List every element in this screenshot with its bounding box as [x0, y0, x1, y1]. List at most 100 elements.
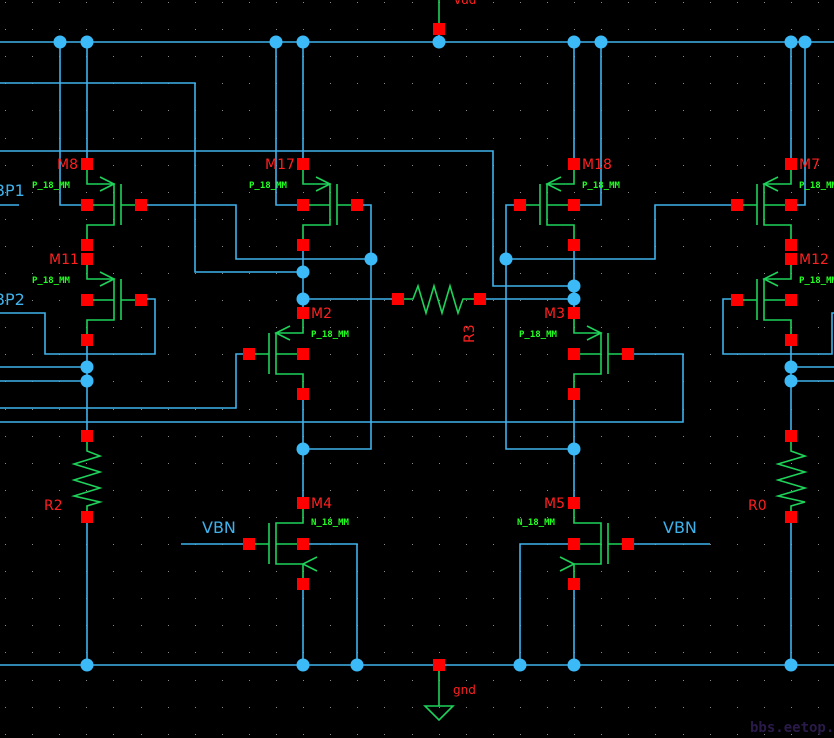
pin[interactable] — [568, 158, 580, 170]
pin[interactable] — [297, 307, 309, 319]
instance-label-m3[interactable]: M3 — [544, 306, 565, 322]
pin[interactable] — [568, 307, 580, 319]
pin[interactable] — [785, 334, 797, 346]
pin[interactable] — [433, 659, 445, 671]
instance-label-m7[interactable]: M7 — [799, 157, 820, 173]
pin[interactable] — [81, 253, 93, 265]
wire[interactable] — [574, 42, 602, 206]
pin[interactable] — [568, 199, 580, 211]
pin[interactable] — [514, 199, 526, 211]
grid-point — [466, 490, 467, 491]
pin[interactable] — [568, 497, 580, 509]
pin[interactable] — [622, 538, 634, 550]
pin[interactable] — [785, 430, 797, 442]
instance-label-m8[interactable]: M8 — [57, 157, 78, 173]
pin[interactable] — [81, 294, 93, 306]
wire[interactable] — [303, 543, 358, 665]
pin[interactable] — [785, 253, 797, 265]
pin[interactable] — [297, 388, 309, 400]
transistor-m18[interactable] — [520, 164, 575, 245]
wire[interactable] — [0, 353, 684, 423]
wire[interactable] — [0, 353, 249, 409]
transistor-m7[interactable] — [737, 164, 792, 245]
wire[interactable] — [506, 204, 737, 260]
pin[interactable] — [351, 199, 363, 211]
pin[interactable] — [785, 511, 797, 523]
instance-label-r2[interactable]: R2 — [44, 498, 63, 514]
instance-label-m5[interactable]: M5 — [544, 496, 565, 512]
junction-dot — [567, 35, 581, 49]
instance-label-m11[interactable]: M11 — [49, 252, 79, 268]
resistor-r2[interactable] — [70, 436, 104, 517]
net-label-gnd[interactable]: gnd — [453, 683, 476, 697]
transistor-m8[interactable] — [86, 164, 141, 245]
pin[interactable] — [568, 239, 580, 251]
net-label-vbp1[interactable]: BP1 — [0, 181, 25, 200]
pin[interactable] — [392, 293, 404, 305]
pin[interactable] — [297, 497, 309, 509]
grid-point — [412, 354, 413, 355]
pin[interactable] — [785, 294, 797, 306]
grid-point — [791, 192, 792, 193]
instance-label-m12[interactable]: M12 — [799, 252, 829, 268]
grid-point — [439, 300, 440, 301]
instance-label-m4[interactable]: M4 — [311, 496, 332, 512]
wire[interactable] — [59, 42, 87, 206]
pin[interactable] — [568, 388, 580, 400]
pin[interactable] — [81, 158, 93, 170]
net-label-vbn-left[interactable]: VBN — [202, 518, 236, 537]
pin[interactable] — [474, 293, 486, 305]
ground-symbol[interactable] — [423, 665, 455, 722]
pin[interactable] — [433, 23, 445, 35]
instance-label-r0[interactable]: R0 — [748, 498, 767, 514]
pin[interactable] — [81, 334, 93, 346]
grid-point — [168, 354, 169, 355]
grid-point — [32, 246, 33, 247]
pin[interactable] — [135, 294, 147, 306]
wire[interactable] — [0, 82, 303, 273]
grid-point — [32, 2, 33, 3]
pin[interactable] — [297, 348, 309, 360]
pin[interactable] — [243, 538, 255, 550]
pin[interactable] — [568, 348, 580, 360]
pin[interactable] — [297, 158, 309, 170]
pin[interactable] — [297, 538, 309, 550]
pin[interactable] — [135, 199, 147, 211]
transistor-m17[interactable] — [302, 164, 357, 245]
wire[interactable] — [0, 298, 156, 355]
pin[interactable] — [81, 239, 93, 251]
pin[interactable] — [785, 239, 797, 251]
instance-label-m17[interactable]: M17 — [265, 157, 295, 173]
pin[interactable] — [297, 199, 309, 211]
transistor-m5[interactable] — [559, 503, 628, 584]
wire[interactable] — [303, 204, 372, 450]
instance-label-r3[interactable]: R3 — [462, 324, 478, 343]
pin[interactable] — [297, 239, 309, 251]
pin[interactable] — [81, 511, 93, 523]
pin[interactable] — [731, 199, 743, 211]
wire[interactable] — [722, 298, 834, 355]
instance-label-m18[interactable]: M18 — [582, 157, 612, 173]
resistor-r3[interactable] — [398, 283, 480, 316]
wire[interactable] — [0, 150, 574, 287]
net-label-vdd[interactable]: vdd — [454, 0, 476, 7]
pin[interactable] — [785, 158, 797, 170]
wire[interactable] — [505, 204, 574, 450]
pin[interactable] — [568, 578, 580, 590]
pin[interactable] — [622, 348, 634, 360]
pin[interactable] — [81, 430, 93, 442]
pin[interactable] — [785, 199, 797, 211]
pin[interactable] — [297, 578, 309, 590]
net-label-vbp2[interactable]: BP2 — [0, 290, 25, 309]
net-label-vbn-right[interactable]: VBN — [663, 518, 697, 537]
wire[interactable] — [519, 543, 574, 665]
grid-point — [628, 598, 629, 599]
pin[interactable] — [568, 538, 580, 550]
instance-label-m2[interactable]: M2 — [311, 306, 332, 322]
pin[interactable] — [81, 199, 93, 211]
pin[interactable] — [243, 348, 255, 360]
wire[interactable] — [275, 42, 303, 206]
pin[interactable] — [731, 294, 743, 306]
resistor-r0[interactable] — [774, 436, 808, 517]
